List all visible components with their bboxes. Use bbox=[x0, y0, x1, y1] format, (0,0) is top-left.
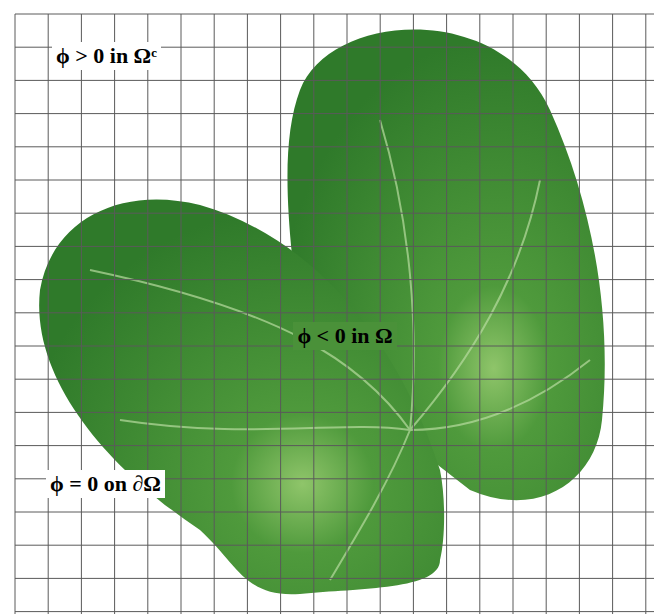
grid-line bbox=[612, 14, 613, 614]
grid-line bbox=[15, 312, 654, 313]
grid-line bbox=[15, 279, 654, 280]
grid-line bbox=[247, 14, 248, 614]
grid-line bbox=[347, 14, 348, 614]
grid-line bbox=[81, 14, 82, 614]
grid-line bbox=[181, 14, 182, 614]
region-label: ϕ < 0 in Ω bbox=[293, 322, 396, 350]
grid-line bbox=[15, 80, 654, 81]
grid-line bbox=[579, 14, 580, 614]
grid-line bbox=[479, 14, 480, 614]
grid-line bbox=[280, 14, 281, 614]
grid-line bbox=[214, 14, 215, 614]
grid-line bbox=[15, 412, 654, 413]
grid-line bbox=[413, 14, 414, 614]
grid-line bbox=[147, 14, 148, 614]
grid-line bbox=[645, 14, 646, 614]
grid-line bbox=[380, 14, 381, 614]
grid-line bbox=[446, 14, 447, 614]
grid-line bbox=[15, 445, 654, 446]
grid-line bbox=[114, 14, 115, 614]
grid-line bbox=[15, 213, 654, 214]
grid-line bbox=[15, 545, 654, 546]
leaf-left-lobe bbox=[39, 199, 444, 594]
grid-line bbox=[546, 14, 547, 614]
grid-line bbox=[15, 14, 16, 614]
grid-line bbox=[313, 14, 314, 614]
grid-line bbox=[15, 246, 654, 247]
grid-line bbox=[15, 113, 654, 114]
grid-line bbox=[15, 578, 654, 579]
region-label: ϕ = 0 on ∂Ω bbox=[46, 470, 165, 498]
grid-line bbox=[513, 14, 514, 614]
region-label: ϕ > 0 in Ωᶜ bbox=[52, 42, 161, 70]
grid-line bbox=[15, 379, 654, 380]
grid-line bbox=[15, 512, 654, 513]
grid-line bbox=[15, 146, 654, 147]
leaf-veins bbox=[90, 120, 590, 580]
grid-line bbox=[15, 14, 654, 15]
grid-line bbox=[15, 611, 654, 612]
grid-line bbox=[48, 14, 49, 614]
grid-line bbox=[15, 180, 654, 181]
